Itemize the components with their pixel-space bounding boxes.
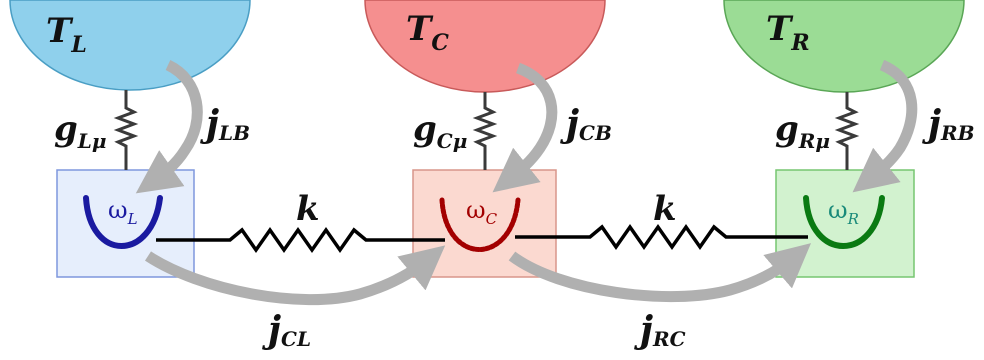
j-cb-subscript: CB: [579, 121, 612, 145]
k-right-label: k: [653, 189, 677, 229]
g-right-subscript: Rμ: [798, 129, 830, 153]
right-mode-subscript: R: [847, 210, 859, 228]
arrow-j-rc: [508, 243, 812, 302]
arrow-j-cl: [144, 245, 446, 306]
left-bath: [9, 0, 251, 91]
right-bath-subscript: R: [790, 30, 809, 56]
left-mode-well: [83, 195, 163, 249]
j-rb-label: jRB: [922, 103, 975, 145]
right-bath-label: TR: [766, 9, 810, 56]
right-bath-spring: [834, 92, 860, 170]
arrow-j-lb: [135, 60, 203, 194]
k-left-label: k: [296, 189, 320, 229]
g-center-subscript: Cμ: [437, 129, 468, 153]
right-bath: [723, 0, 965, 93]
center-bath-label: TC: [406, 9, 449, 56]
g-left-subscript: Lμ: [77, 129, 107, 153]
right-mode-well: [803, 195, 885, 249]
center-mode-label: ωC: [466, 196, 498, 228]
j-lb-label: jLB: [200, 103, 250, 145]
left-bath-subscript: L: [70, 32, 86, 58]
right-mode-label: ωR: [828, 196, 859, 228]
center-mode-well: [439, 197, 521, 252]
left-mode-label: ωL: [108, 196, 138, 228]
j-rc-subscript: RC: [652, 327, 686, 351]
j-cl-label: jCL: [262, 309, 311, 351]
g-center-label: gCμ: [413, 109, 467, 153]
left-mode-subscript: L: [127, 210, 138, 228]
g-left-label: gLμ: [54, 109, 106, 153]
center-right-spring: [515, 223, 808, 251]
left-bath-spring: [113, 90, 139, 170]
center-bath-spring: [472, 92, 498, 170]
j-lb-subscript: LB: [218, 121, 250, 145]
center-bath: [364, 0, 606, 93]
center-mode-subscript: C: [486, 210, 498, 228]
j-rb-subscript: RB: [940, 121, 975, 145]
arrow-j-cb: [492, 62, 558, 193]
left-center-spring: [156, 226, 445, 254]
g-right-label: gRμ: [775, 109, 830, 153]
arrow-j-rb: [852, 59, 918, 193]
j-cl-subscript: CL: [281, 327, 311, 351]
j-rc-label: jRC: [634, 309, 686, 351]
j-cb-label: jCB: [560, 103, 612, 145]
left-bath-label: TL: [46, 11, 87, 58]
center-bath-subscript: C: [431, 30, 449, 56]
